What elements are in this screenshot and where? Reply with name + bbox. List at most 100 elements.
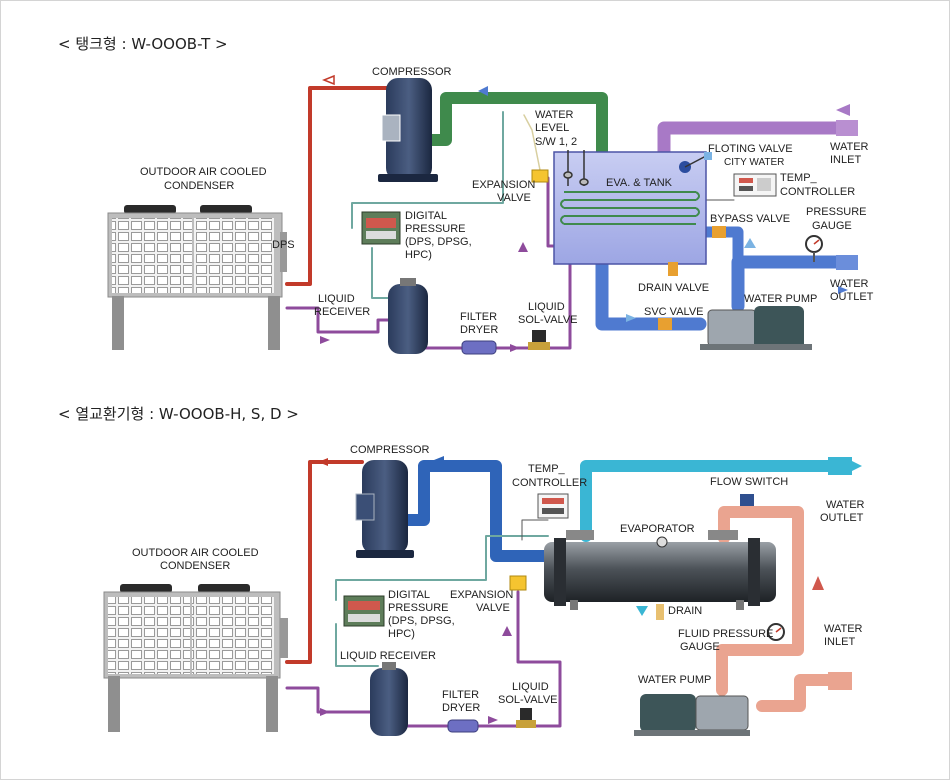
label-city-water: CITY WATER xyxy=(724,157,784,168)
label-liquid-sol-valve: SOL-VALVE xyxy=(498,694,558,706)
labels: COMPRESSOR TEMP_ CONTROLLER FLOW SWITCH … xyxy=(132,444,865,714)
label-floting-valve: FLOTING VALVE xyxy=(708,143,793,155)
liquid-receiver xyxy=(370,662,408,736)
liquid-line xyxy=(285,686,374,714)
signal-line xyxy=(335,535,549,601)
label-compressor: COMPRESSOR xyxy=(350,444,430,456)
section-tank-type: < 탱크형 : W-OOOB-T > xyxy=(58,35,874,355)
label-water-pump: WATER PUMP xyxy=(744,293,817,305)
suction-line xyxy=(424,92,608,164)
water-inlet-line xyxy=(756,674,844,712)
label-digital-pressure: PRESSURE xyxy=(388,602,449,614)
label-water-level: LEVEL xyxy=(535,122,569,134)
label-temp-controller: TEMP_ xyxy=(780,172,818,184)
compressor xyxy=(378,78,438,182)
label-filter-dryer: FILTER xyxy=(460,311,497,323)
svc-valve xyxy=(658,318,672,330)
water-outlet-line xyxy=(731,255,847,313)
label-water-outlet: OUTLET xyxy=(820,512,864,524)
water-pump xyxy=(634,694,750,736)
label-water-inlet: WATER xyxy=(830,141,869,153)
water-level-switches xyxy=(563,150,589,186)
label-water-pump: WATER PUMP xyxy=(638,674,711,686)
water-outlet-line xyxy=(580,460,842,542)
section-title: < 탱크형 : W-OOOB-T > xyxy=(58,35,228,53)
section-heat-exchanger-type: < 열교환기형 : W-OOOB-H, S, D > xyxy=(58,405,865,736)
label-drain-valve: DRAIN VALVE xyxy=(638,282,709,294)
label-eva-tank: EVA. & TANK xyxy=(606,177,673,189)
labels: COMPRESSOR WATER LEVEL S/W 1, 2 OUTDOOR … xyxy=(140,66,874,336)
label-digital-pressure: PRESSURE xyxy=(405,223,466,235)
label-compressor: COMPRESSOR xyxy=(372,66,452,78)
water-pump xyxy=(700,306,812,350)
label-digital-pressure: DIGITAL xyxy=(388,589,430,601)
label-water-inlet: INLET xyxy=(830,154,861,166)
label-water-inlet: INLET xyxy=(824,636,855,648)
liquid-sol-valve xyxy=(528,330,550,350)
label-liquid-sol-valve: LIQUID xyxy=(512,681,549,693)
signal-line-2 xyxy=(371,247,393,299)
label-digital-pressure: HPC) xyxy=(405,249,432,261)
label-pressure-gauge: PRESSURE xyxy=(806,206,867,218)
drain-valve xyxy=(656,604,664,620)
filter-dryer xyxy=(447,719,479,733)
hot-gas-line xyxy=(285,460,364,664)
water-inlet-stub xyxy=(836,120,858,136)
flow-arrows xyxy=(320,74,850,352)
label-temp-controller: TEMP_ xyxy=(528,463,566,475)
label-drain: DRAIN xyxy=(668,605,702,617)
expansion-valve xyxy=(531,169,549,183)
label-liquid-receiver: LIQUID xyxy=(318,293,355,305)
label-expansion: VALVE xyxy=(497,192,531,204)
hot-gas-line xyxy=(285,86,394,286)
drain-valve xyxy=(668,262,678,276)
label-expansion: EXPANSION xyxy=(472,179,535,191)
label-outdoor: CONDENSER xyxy=(160,560,230,572)
label-digital-pressure: (DPS, DPSG, xyxy=(388,615,455,627)
label-evaporator: EVAPORATOR xyxy=(620,523,695,535)
digital-pressure xyxy=(343,595,385,627)
temp-controller xyxy=(733,173,777,197)
temp-controller xyxy=(537,493,569,519)
label-water-level: WATER xyxy=(535,109,574,121)
label-liquid-receiver: LIQUID RECEIVER xyxy=(340,650,436,662)
pipes xyxy=(285,460,844,728)
label-svc-valve: SVC VALVE xyxy=(644,306,704,318)
water-inlet-line xyxy=(657,121,845,169)
label-filter-dryer: DRYER xyxy=(442,702,480,714)
label-bypass-valve: BYPASS VALVE xyxy=(710,213,790,225)
label-digital-pressure: HPC) xyxy=(388,628,415,640)
label-liquid-sol-valve: SOL-VALVE xyxy=(518,314,578,326)
liquid-line xyxy=(285,306,390,334)
expansion-valve xyxy=(509,575,527,591)
water-inlet-stub xyxy=(828,672,852,690)
outdoor-condenser xyxy=(107,205,287,350)
liquid-receiver xyxy=(388,278,428,354)
label-water-level: S/W 1, 2 xyxy=(535,136,577,148)
label-filter-dryer: DRYER xyxy=(460,324,498,336)
fluid-pressure-gauge xyxy=(767,623,785,641)
signal-line xyxy=(351,111,504,229)
pressure-gauge xyxy=(805,235,823,262)
label-outdoor: OUTDOOR AIR COOLED xyxy=(140,166,267,178)
section-title: < 열교환기형 : W-OOOB-H, S, D > xyxy=(58,405,299,423)
label-outdoor: OUTDOOR AIR COOLED xyxy=(132,547,259,559)
suction-line xyxy=(398,460,554,562)
outdoor-condenser xyxy=(103,584,288,732)
label-dps: DPS xyxy=(272,239,295,251)
label-expansion: VALVE xyxy=(476,602,510,614)
label-water-outlet: WATER xyxy=(826,499,865,511)
label-water-outlet: OUTLET xyxy=(830,291,874,303)
label-expansion: EXPANSION xyxy=(450,589,513,601)
label-temp-controller: CONTROLLER xyxy=(780,186,855,198)
flow-switch xyxy=(740,494,754,506)
label-outdoor: CONDENSER xyxy=(164,180,234,192)
warm-water-line xyxy=(716,506,804,696)
label-temp-controller: CONTROLLER xyxy=(512,477,587,489)
label-digital-pressure: (DPS, DPSG, xyxy=(405,236,472,248)
signal-line-2 xyxy=(335,623,379,667)
label-fluid-pressure-gauge: FLUID PRESSURE xyxy=(678,628,773,640)
bypass-valve xyxy=(712,226,726,238)
label-filter-dryer: FILTER xyxy=(442,689,479,701)
